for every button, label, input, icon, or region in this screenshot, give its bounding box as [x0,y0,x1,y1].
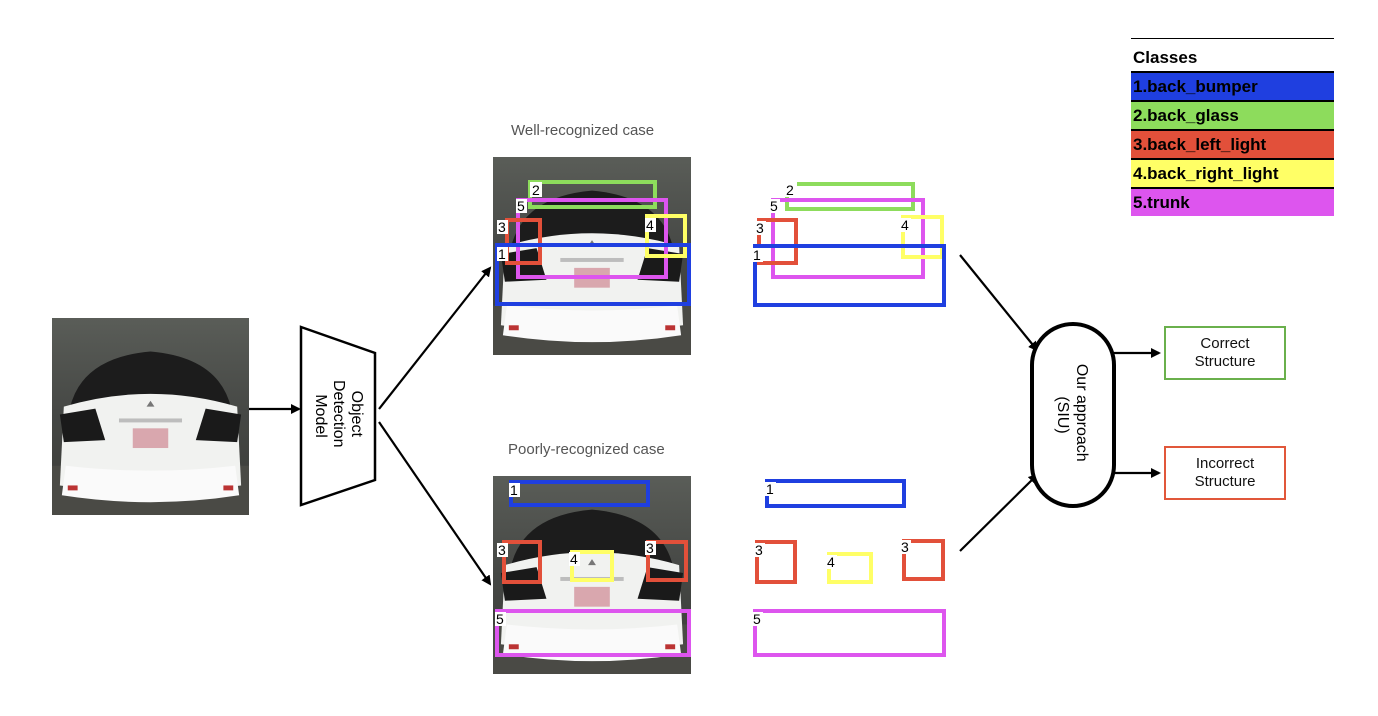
svg-text:5: 5 [770,198,778,214]
arrow-model-to-well [378,266,492,410]
legend-top-rule [1131,38,1334,39]
correct-structure-line1: Correct [1200,335,1250,352]
svg-text:3: 3 [756,220,764,236]
legend-item-back-right-light: 4.back_right_light [1131,158,1334,187]
svg-text:1: 1 [510,482,518,498]
svg-text:1: 1 [766,481,774,497]
svg-text:4: 4 [901,217,909,233]
poor-box-back-light-right-side [646,540,688,582]
well-recognized-photo: 2 5 3 4 1 [493,157,691,355]
svg-text:4: 4 [827,554,835,570]
model-label: Object Detection Model [312,380,365,452]
svg-text:4: 4 [646,217,654,233]
poor-case-caption: Poorly-recognized case [508,441,665,458]
legend-title: Classes [1133,48,1198,67]
well-box-back-right-light [645,214,687,258]
svg-text:4: 4 [570,551,578,567]
svg-text:3: 3 [498,219,506,235]
well-structure-boxes: 2 5 3 4 1 [752,182,946,307]
correct-structure-box: Correct Structure [1164,326,1286,380]
poor-structure-boxes: 1 3 3 4 5 [752,479,946,657]
legend-item-back-bumper: 1.back_bumper [1131,71,1334,100]
our-approach-block [1030,322,1116,508]
svg-text:5: 5 [517,198,525,214]
poor-box-trunk [495,609,691,657]
object-detection-model-block [299,325,377,507]
svg-text:3: 3 [755,542,763,558]
well-box-back-bumper [495,243,691,306]
legend-item-trunk: 5.trunk [1131,187,1334,216]
svg-text:3: 3 [498,542,506,558]
svg-text:5: 5 [753,611,761,627]
legend-item-back-left-light: 3.back_left_light [1131,129,1334,158]
input-car-photo [52,318,249,515]
svg-text:2: 2 [532,182,540,198]
arrow-model-to-poor [378,421,492,586]
svg-text:1: 1 [498,246,506,262]
well-box-trunk [516,198,668,279]
svg-text:2: 2 [786,182,794,198]
arrow-poor-to-approach [959,473,1039,552]
approach-label: Our approach (SIU) [1054,364,1090,466]
well-box-back-left-light [505,218,542,265]
incorrect-structure-line1: Incorrect [1195,455,1255,472]
incorrect-structure-line2: Structure [1194,473,1256,490]
poor-box-back-left-light [502,540,542,584]
classes-legend: Classes 1.back_bumper 2.back_glass 3.bac… [1131,38,1334,216]
svg-text:3: 3 [646,540,654,556]
svg-text:5: 5 [496,611,504,627]
correct-structure-line2: Structure [1194,353,1256,370]
well-case-caption: Well-recognized case [511,122,655,139]
legend-item-back-glass: 2.back_glass [1131,100,1334,129]
svg-text:1: 1 [753,247,761,263]
poorly-recognized-photo: 1 3 3 4 5 [493,476,691,674]
incorrect-structure-box: Incorrect Structure [1164,446,1286,500]
svg-text:3: 3 [901,539,909,555]
arrow-well-to-approach [959,254,1039,352]
